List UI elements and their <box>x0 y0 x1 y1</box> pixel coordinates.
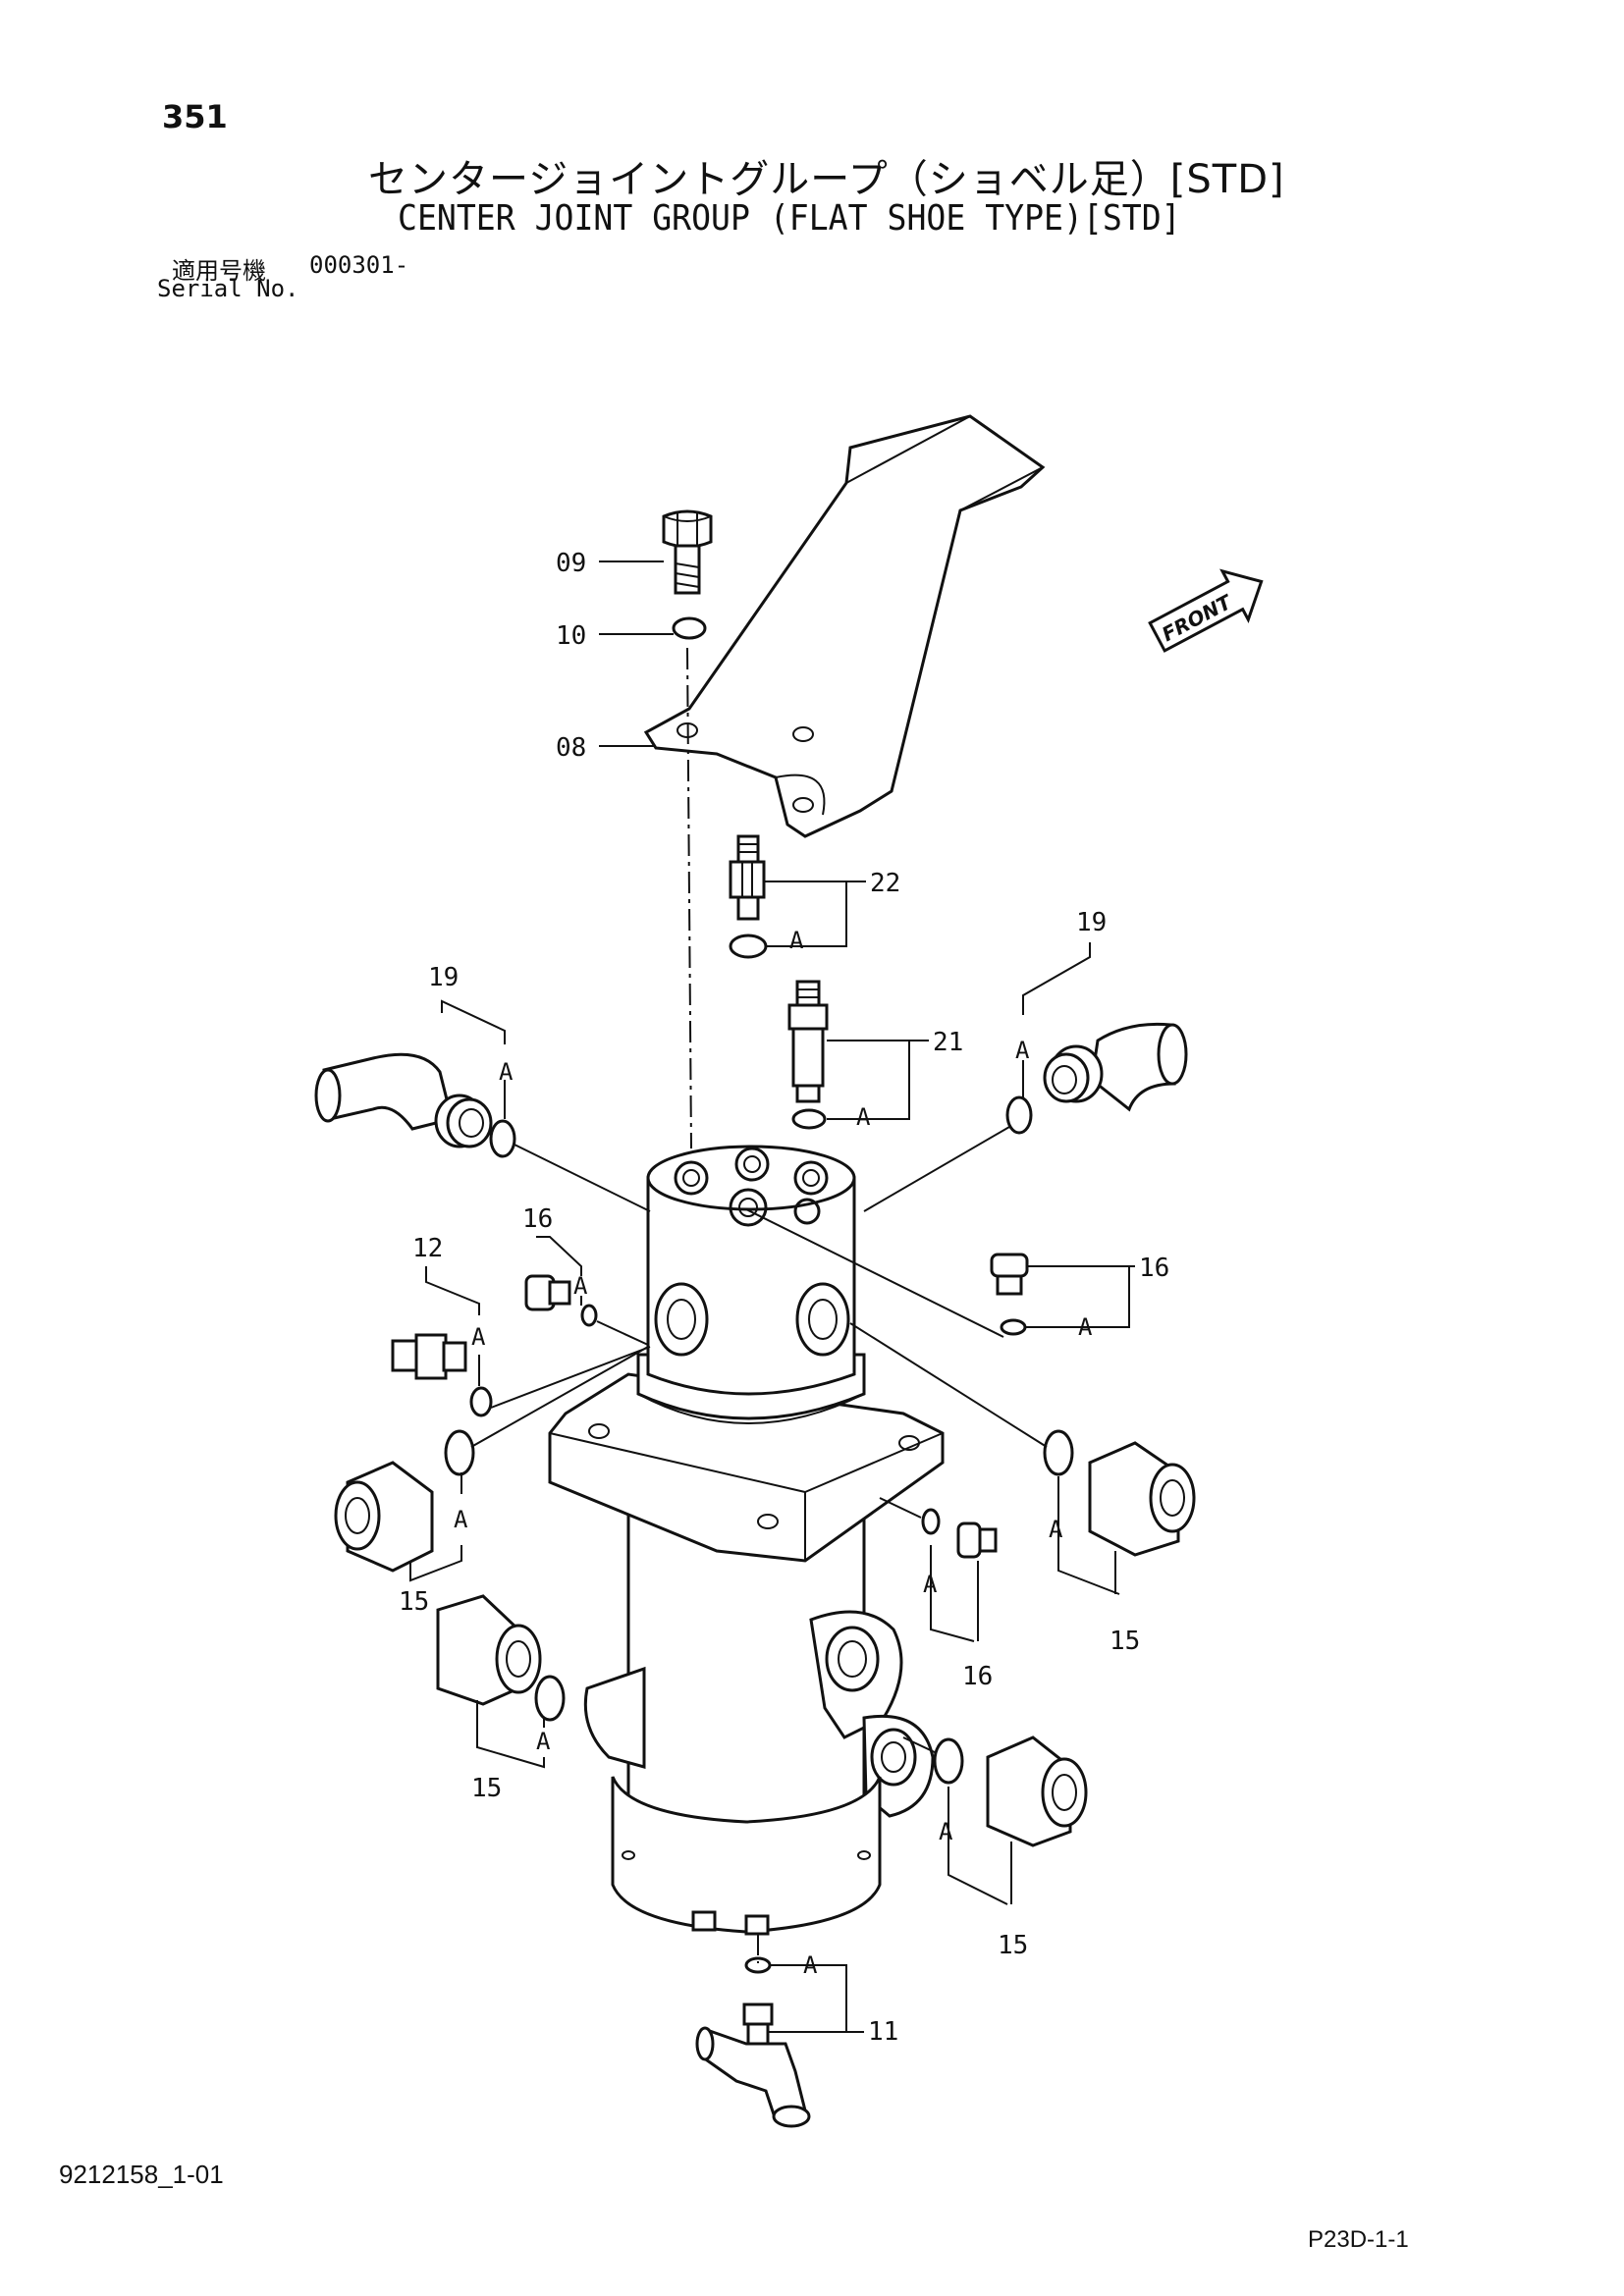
center-joint-body <box>548 1145 945 1936</box>
connector-15-right <box>849 1322 1196 1595</box>
callout-label: 11 <box>868 2017 898 2047</box>
kit-marker: A <box>1078 1313 1093 1341</box>
kit-marker: A <box>803 1951 818 1979</box>
callout-label: 19 <box>1076 908 1107 937</box>
plug-16-right-top <box>745 1208 1130 1338</box>
callout-label: 15 <box>998 1931 1028 1960</box>
adapter-fitting-22 <box>729 834 847 959</box>
union-fitting-12 <box>391 1266 651 1417</box>
plug-16-right-lower <box>879 1497 998 1642</box>
document-id: 9212158_1-01 <box>59 2160 224 2189</box>
kit-marker: A <box>789 927 804 954</box>
kit-marker: A <box>1049 1516 1063 1543</box>
callout-label: 15 <box>471 1774 502 1803</box>
kit-marker: A <box>471 1323 486 1351</box>
callout-label: 22 <box>870 869 900 898</box>
elbow-fitting-19-right <box>863 942 1188 1212</box>
kit-marker: A <box>923 1571 938 1598</box>
callout-label: 16 <box>962 1662 993 1691</box>
kit-marker: A <box>939 1818 953 1845</box>
callout-label: 10 <box>556 621 586 651</box>
callout-label: 08 <box>556 733 586 763</box>
check-valve-21 <box>787 980 910 1130</box>
serial-value: 000301- <box>309 251 409 279</box>
kit-marker: A <box>573 1272 588 1300</box>
callout-label: 16 <box>522 1204 553 1234</box>
page-number: 351 <box>162 98 228 135</box>
callout-label: 21 <box>933 1028 963 1057</box>
bolt-part <box>599 509 713 595</box>
elbow-fitting-19-left <box>314 999 651 1212</box>
washer-part <box>599 616 707 640</box>
kit-marker: A <box>536 1728 551 1755</box>
kit-marker: A <box>1015 1037 1030 1064</box>
callout-label: 15 <box>1110 1627 1140 1656</box>
kit-marker: A <box>454 1506 468 1533</box>
title-japanese: センタージョイントグループ（ショベル足）[STD] <box>368 157 1285 202</box>
connector-15-lower-right <box>902 1735 1088 1905</box>
callout-label: 09 <box>556 549 586 578</box>
plug-16-left <box>524 1236 649 1346</box>
tee-fitting-11 <box>695 1934 847 2128</box>
title-english: CENTER JOINT GROUP (FLAT SHOE TYPE)[STD] <box>398 198 1181 239</box>
connector-15-upper-left <box>334 1346 649 1582</box>
front-direction-marker: FRONT <box>1148 568 1264 653</box>
kit-marker: A <box>499 1058 514 1086</box>
callout-label: 16 <box>1139 1254 1169 1283</box>
callout-label: 19 <box>428 963 459 992</box>
serial-label-english: Serial No. <box>157 275 299 302</box>
kit-marker: A <box>856 1103 871 1131</box>
callout-label: 12 <box>412 1234 443 1263</box>
callout-label: 15 <box>399 1587 429 1617</box>
connector-15-mid-left <box>436 1594 566 1769</box>
serial-label-japanese: 適用号機 <box>172 257 266 285</box>
plate-id: P23D-1-1 <box>1308 2226 1409 2253</box>
